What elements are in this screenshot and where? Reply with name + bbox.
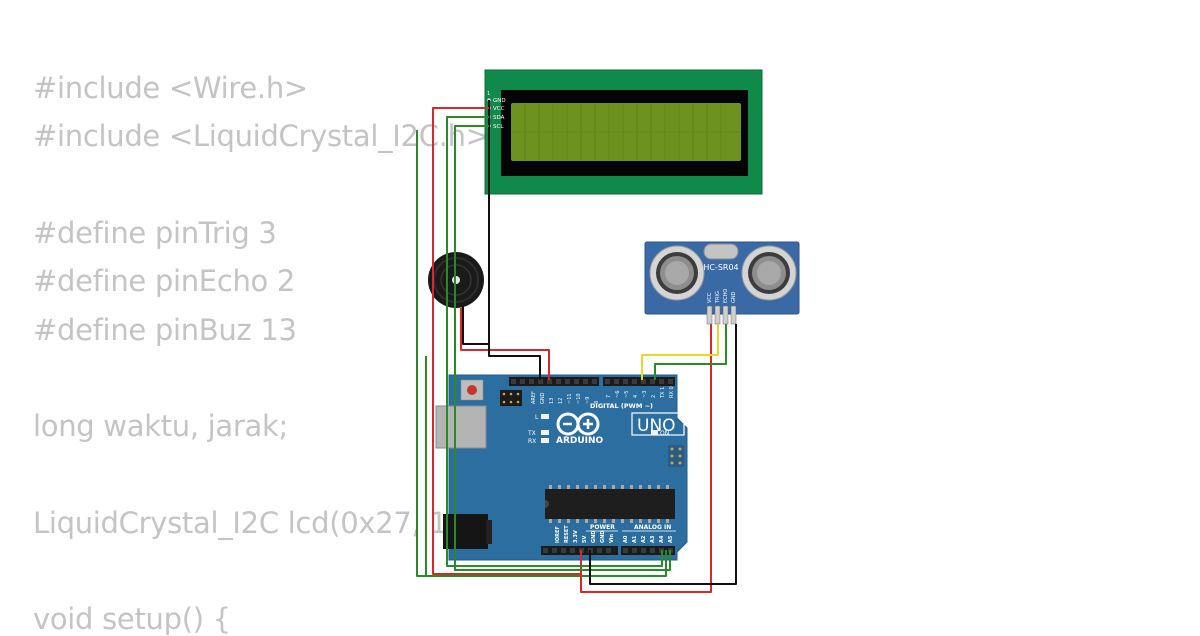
icsp-header-small — [500, 390, 522, 406]
code-line: #include <Wire.h> — [33, 71, 308, 105]
code-line: #define pinEcho 2 — [33, 264, 296, 299]
lcd-display[interactable]: 1 GND VCC SDA SCL — [484, 69, 763, 195]
pin-gnd-1: GND — [591, 531, 597, 543]
code-line: void setup() { — [33, 602, 231, 636]
pin-ioref: IOREF — [555, 526, 561, 543]
atmega-chip — [545, 485, 675, 523]
sensor-pin-gnd: GND — [731, 291, 737, 303]
top-pin-labels: AREF GND 13 12 ~11 ~10 ~9 8 7 ~6 ~5 4 ~3… — [531, 386, 675, 404]
wire-sensor-gnd — [589, 324, 737, 585]
arduino-uno[interactable]: AREF GND 13 12 ~11 ~10 ~9 8 7 ~6 ~5 4 ~3… — [435, 374, 688, 561]
icsp-header-right — [670, 447, 682, 465]
wires — [416, 100, 737, 593]
power-jack — [443, 514, 488, 549]
pin-a5: A5 — [668, 535, 674, 543]
pin-3v3: 3.3V — [573, 530, 579, 543]
pin-9: ~9 — [585, 397, 591, 404]
sensor-crystal — [703, 243, 739, 260]
pin-8: 8 — [594, 401, 600, 404]
bottom-pin-labels: IOREF RESET 3.3V 5V GND GND Vin A0 A1 A2… — [555, 525, 674, 543]
led-on — [651, 430, 658, 435]
sensor-transducer-right — [741, 245, 797, 301]
wire-sensor-echo — [654, 324, 727, 380]
header-top-left — [509, 377, 599, 386]
pin-vin: Vin — [609, 534, 615, 543]
pin-13: 13 — [549, 398, 555, 404]
wire-gnd-top — [462, 100, 541, 380]
lcd-char-grid — [512, 104, 740, 160]
wire-sensor-trig — [641, 324, 719, 380]
pin-a3: A3 — [650, 535, 656, 543]
pin-2: 2 — [651, 395, 657, 398]
brand-label: ARDUINO — [556, 436, 604, 446]
led-tx-label: TX — [527, 430, 536, 437]
lcd-pin-scl: SCL — [493, 124, 504, 130]
code-line: #define pinBuz 13 — [33, 312, 297, 347]
led-l-label: L — [535, 414, 539, 421]
pin-tx1: TX 1 — [660, 387, 666, 399]
pin-a4: A4 — [659, 535, 665, 543]
pin-11: ~11 — [567, 393, 573, 404]
led-rx — [541, 438, 549, 443]
code-line: #define pinTrig 3 — [33, 215, 277, 250]
ultrasonic-sensor[interactable]: HC-SR04 VCC TRIG ECHO GND — [644, 241, 800, 325]
code-line: LiquidCrystal_I2C lcd(0x27, 16, 2); — [33, 505, 523, 540]
lcd-pin1-label: 1 — [487, 91, 490, 97]
wire-green-outer — [416, 130, 426, 577]
pin-a0: A0 — [623, 535, 629, 543]
header-top-right — [603, 377, 675, 386]
pin-5v: 5V — [582, 536, 588, 543]
sensor-label: HC-SR04 — [703, 263, 738, 272]
model-label: UNO — [637, 416, 676, 436]
sensor-pin-vcc: VCC — [707, 292, 713, 303]
code-line: #include <LiquidCrystal_I2C.h> — [33, 119, 490, 154]
pin-rx0: RX 0 — [669, 386, 675, 398]
digital-label: DIGITAL (PWM ~) — [590, 402, 653, 410]
lcd-pin-gnd: GND — [493, 98, 506, 104]
pin-12: 12 — [558, 398, 564, 404]
pin-6: ~6 — [615, 391, 621, 398]
pin-a1: A1 — [632, 535, 638, 543]
wire-green-loop — [425, 356, 667, 577]
usb-port — [435, 405, 487, 449]
power-label: POWER — [590, 524, 615, 531]
pin-4: 4 — [633, 395, 639, 398]
pin-a2: A2 — [641, 535, 647, 543]
pin-gnd-top: GND — [540, 392, 546, 404]
lcd-pin-vcc: VCC — [493, 106, 505, 112]
pin-7: 7 — [606, 395, 612, 398]
pin-3: ~3 — [642, 391, 648, 398]
analog-label: ANALOG IN — [634, 524, 671, 531]
sensor-pin-echo: ECHO — [723, 289, 729, 303]
wire-lcd-scl — [454, 125, 671, 571]
pin-10: ~10 — [576, 393, 582, 404]
led-tx — [541, 430, 549, 435]
wire-buzzer-pin13 — [460, 308, 550, 380]
sensor-transducer-left — [649, 245, 705, 301]
sensor-pin-trig: TRIG — [715, 291, 721, 304]
led-rx-label: RX — [528, 438, 536, 445]
wire-lcd-sda — [446, 116, 663, 567]
led-l — [541, 414, 549, 419]
pin-aref: AREF — [531, 391, 537, 404]
reset-button-cap — [467, 385, 477, 395]
sensor-pin-labels: VCC TRIG ECHO GND — [707, 289, 737, 304]
wire-sensor-vcc — [580, 324, 712, 593]
pin-gnd-2: GND — [600, 531, 606, 543]
lcd-pin-sda: SDA — [493, 115, 505, 121]
code-line: long waktu, jarak; — [33, 409, 288, 444]
pin-5: ~5 — [624, 391, 630, 398]
led-on-label: ON — [660, 430, 669, 437]
pin-reset: RESET — [564, 525, 570, 543]
header-analog — [621, 546, 675, 555]
arduino-logo-icon — [556, 412, 600, 436]
